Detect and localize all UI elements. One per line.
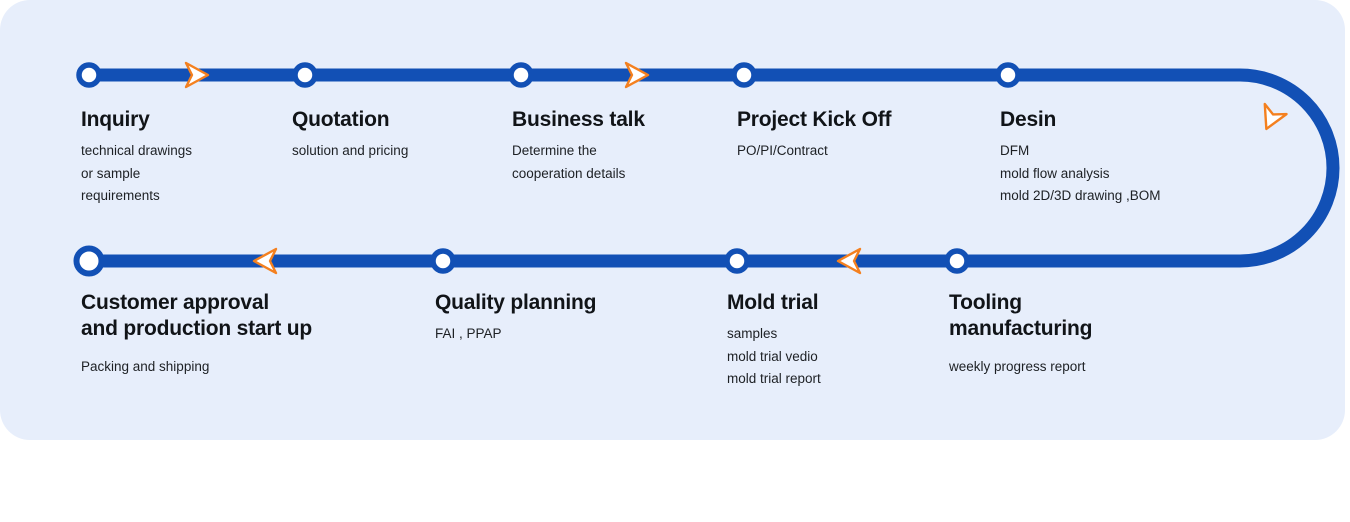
- step-title: Customer approval and production start u…: [81, 291, 313, 340]
- step-title: Quality planning: [435, 291, 597, 314]
- step-quotation: Quotation solution and pricing: [292, 107, 502, 163]
- step-description: PO/PI/Contract: [737, 143, 828, 158]
- step-description: samples mold trial vedio mold trial repo…: [727, 326, 821, 386]
- step-title: Desin: [1000, 108, 1057, 131]
- step-mold-trial: Mold trial samples mold trial vedio mold…: [727, 290, 937, 391]
- step-title: Project Kick Off: [737, 108, 892, 131]
- step-description: FAI , PPAP: [435, 326, 502, 341]
- step-quality-planning: Quality planning FAI , PPAP: [435, 290, 685, 346]
- step-tooling-manufacturing: Tooling manufacturing weekly progress re…: [949, 290, 1229, 379]
- step-description: weekly progress report: [949, 359, 1086, 374]
- step-title: Inquiry: [81, 108, 150, 131]
- step-description: technical drawings or sample requirement…: [81, 143, 193, 203]
- step-customer-approval: Customer approval and production start u…: [81, 290, 411, 379]
- step-description: DFM mold flow analysis mold 2D/3D drawin…: [1000, 143, 1161, 203]
- step-description: solution and pricing: [292, 143, 409, 158]
- step-desin: Desin DFM mold flow analysis mold 2D/3D …: [1000, 107, 1260, 208]
- step-title: Business talk: [512, 108, 645, 131]
- step-business-talk: Business talk Determine the cooperation …: [512, 107, 727, 185]
- step-title: Tooling manufacturing: [949, 291, 1093, 340]
- step-project-kick-off: Project Kick Off PO/PI/Contract: [737, 107, 987, 163]
- step-title: Quotation: [292, 108, 390, 131]
- step-description: Packing and shipping: [81, 359, 210, 374]
- step-inquiry: Inquiry technical drawings or sample req…: [81, 107, 281, 208]
- step-description: Determine the cooperation details: [512, 143, 626, 181]
- step-title: Mold trial: [727, 291, 819, 314]
